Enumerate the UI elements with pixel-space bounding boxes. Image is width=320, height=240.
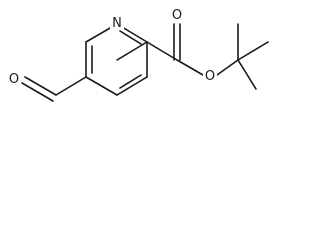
pyridine-ring: [85, 23, 148, 96]
carbonyl-oxygen-label-bg: [170, 6, 184, 22]
nitrogen-atom-label: N: [112, 16, 122, 31]
aldehyde-oxygen-label: O: [9, 72, 19, 87]
bond-tbu-methyl-right: [237, 41, 269, 61]
bond-c4-c5: [85, 76, 118, 96]
bond-ester-o-tbu: [216, 59, 239, 76]
molecule-structure: N O O O: [7, 6, 269, 102]
bond-tbu-methyl-bottom: [237, 59, 257, 90]
bond-ring-aldehyde-c: [55, 76, 87, 96]
formyl-group: [21, 76, 87, 102]
bond-ring-carbonyl: [146, 41, 178, 61]
bond-aldehyde-c-o-b: [21, 82, 54, 102]
aldehyde-oxygen-label-bg: [7, 70, 21, 86]
ester-oxygen-label: O: [205, 69, 215, 84]
atom-labels: N O O O: [7, 6, 217, 87]
double-bond-c3-c4-inner: [119, 74, 142, 89]
bond-carbonyl-ester-o: [176, 59, 204, 76]
ester-carbonyl-oxygen-label: O: [172, 8, 182, 23]
bond-n1-c2: [116, 41, 148, 61]
bond-aldehyde-c-o-a: [24, 76, 57, 96]
tert-butyl-ester-group: [146, 23, 269, 90]
ester-oxygen-label-bg: [203, 67, 217, 83]
double-bond-n-c2-inner: [119, 30, 142, 45]
bond-c3-c4: [116, 76, 148, 96]
nitrogen-label-bg: [110, 14, 124, 30]
structure-canvas: N O O O: [7, 6, 269, 102]
